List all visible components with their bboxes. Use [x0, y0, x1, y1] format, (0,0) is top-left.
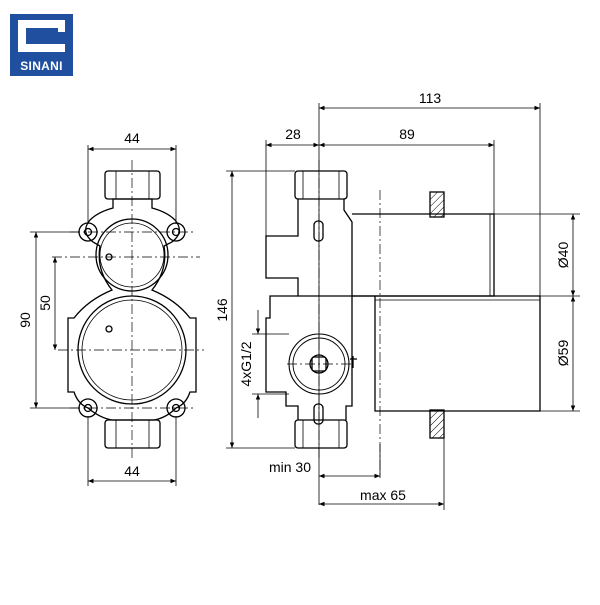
dim-front-height-inner: 50	[37, 295, 53, 311]
dim-front-height-total: 90	[17, 312, 33, 328]
logo-text: SINANI	[20, 59, 63, 73]
side-bottom-outlet	[294, 419, 348, 449]
front-body-outline	[67, 198, 197, 421]
front-dimensions	[30, 145, 177, 486]
dim-front-width-top: 44	[124, 130, 140, 146]
dim-diameter-large: Ø59	[555, 340, 571, 367]
side-upper-cartridge	[352, 213, 495, 297]
wall-hatch-top	[429, 191, 445, 218]
dim-max-depth: max 65	[360, 487, 406, 503]
side-top-outlet	[294, 170, 348, 200]
side-upper-body	[265, 199, 353, 297]
side-view	[265, 160, 541, 478]
side-lower-slot	[313, 403, 324, 425]
wall-hatch-bottom	[429, 409, 445, 439]
front-bottom-outlet	[104, 419, 161, 449]
dim-side-rear-offset: 28	[285, 126, 301, 142]
side-dimensions	[226, 103, 580, 510]
dim-side-front-depth: 89	[399, 126, 415, 142]
sinani-logo: SINANI	[10, 14, 73, 76]
front-view	[52, 160, 204, 458]
dim-side-overall: 113	[419, 90, 442, 106]
front-top-outlet	[104, 170, 161, 200]
dim-side-height: 146	[214, 298, 230, 322]
logo-mark	[18, 20, 65, 52]
side-lower-body	[265, 295, 353, 420]
dim-front-width-bottom: 44	[124, 463, 140, 479]
dim-min-depth: min 30	[269, 459, 311, 475]
side-upper-slot	[313, 220, 324, 242]
dim-diameter-small: Ø40	[555, 242, 571, 269]
dim-thread: 4xG1/2	[238, 341, 254, 386]
